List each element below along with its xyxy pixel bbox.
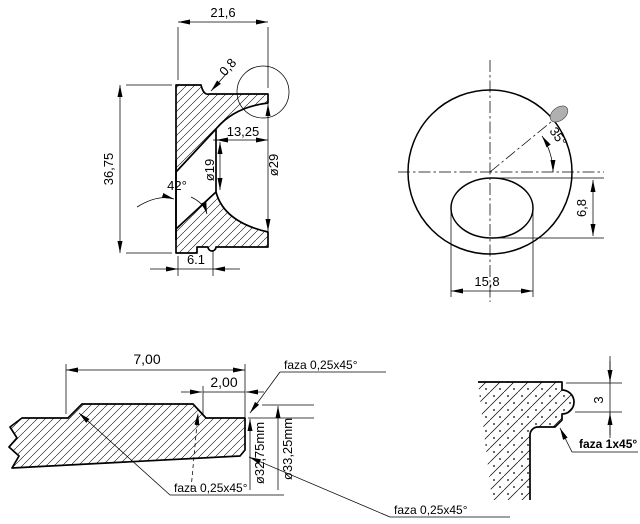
ring-view: 7,00 2,00 faza 0,25x45° ø32,75mm ø33,25m… bbox=[8, 351, 510, 518]
front-dimensions bbox=[450, 135, 604, 297]
dim-section-hub-width: 6.1 bbox=[187, 252, 205, 267]
dim-section-pocket-depth: 13,25 bbox=[227, 124, 260, 139]
detail-view: 3 faza 1x45° bbox=[478, 356, 638, 500]
dim-section-cone-angle: 42° bbox=[167, 178, 187, 193]
detail-callout-circle bbox=[236, 65, 290, 119]
dim-front-port-angle: 35° bbox=[547, 124, 571, 149]
section-body-outline bbox=[175, 84, 269, 254]
detail-outline bbox=[478, 381, 575, 500]
section-view: 21,6 0,8 36,75 13,25 ø19 ø29 42° 6.1 bbox=[101, 5, 290, 276]
dim-section-bore-diameter: ø19 bbox=[202, 159, 217, 181]
slot-oval bbox=[450, 177, 534, 239]
detail-hatch bbox=[478, 382, 574, 500]
port-upper-edge bbox=[175, 128, 217, 173]
dim-detail-groove-height: 3 bbox=[591, 396, 606, 403]
dim-section-groove: 0,8 bbox=[216, 55, 239, 78]
ring-dimensions bbox=[65, 364, 510, 518]
dim-section-sphere-diameter: ø29 bbox=[266, 154, 281, 176]
port-lower-edge bbox=[175, 191, 217, 230]
angled-port-opening bbox=[176, 128, 216, 230]
section-body-hatch bbox=[176, 85, 268, 253]
dim-front-slot-height: 6,8 bbox=[574, 199, 589, 217]
front-view: 35° 6,8 15,8 bbox=[398, 60, 604, 302]
label-detail-chamfer: faza 1x45° bbox=[579, 437, 637, 451]
dim-ring-outer-diameter: ø33,25mm bbox=[280, 418, 295, 480]
dim-ring-step-length: 2,00 bbox=[210, 374, 237, 390]
detail-dimensions bbox=[559, 356, 638, 453]
label-chamfer-top-right: faza 0,25x45° bbox=[284, 358, 358, 372]
label-chamfer-bottom-right: faza 0,25x45° bbox=[394, 503, 468, 517]
port-highlight bbox=[549, 105, 569, 123]
dim-section-top-width: 21,6 bbox=[210, 5, 235, 20]
port-axis-line bbox=[489, 116, 558, 173]
dim-ring-length: 7,00 bbox=[133, 351, 160, 367]
section-dimensions bbox=[117, 19, 271, 276]
dim-section-height: 36,75 bbox=[101, 153, 116, 186]
label-chamfer-left-pair: faza 0,25x45° bbox=[174, 481, 248, 495]
ring-body bbox=[8, 403, 246, 469]
dim-ring-inner-diameter: ø32,75mm bbox=[252, 422, 267, 484]
dim-front-slot-width: 15,8 bbox=[474, 274, 499, 289]
